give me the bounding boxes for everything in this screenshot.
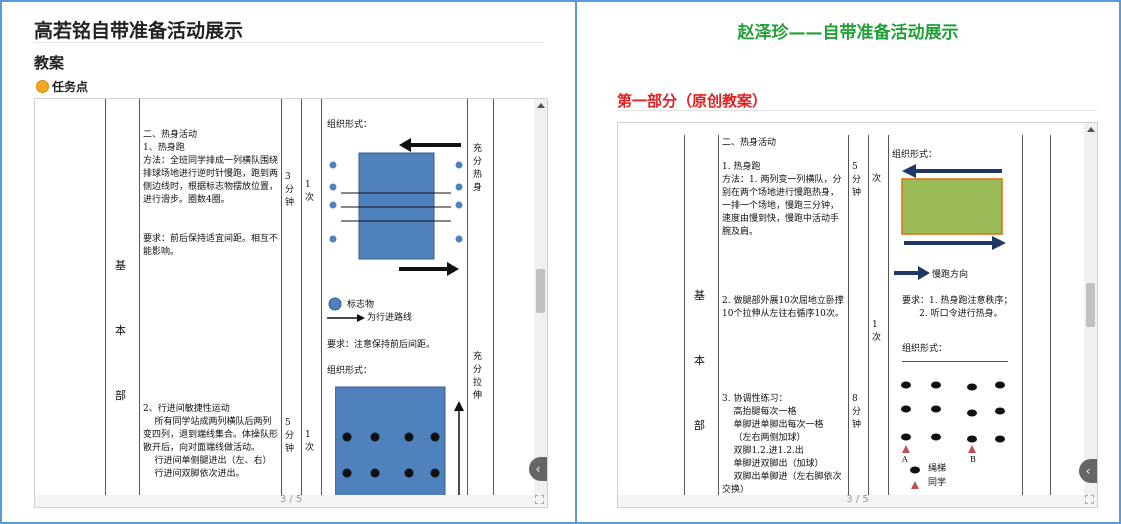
marker xyxy=(329,201,337,209)
right-panel: 赵泽珍——自带准备活动展示 第一部分（原创教案） 基 本 部 二、热身活动 1.… xyxy=(575,0,1121,524)
document-viewer[interactable]: 基 本 部 二、热身活动 1、热身跑 方法：全班同学排成一列横队围绕排球场地进行… xyxy=(34,98,548,508)
marker xyxy=(455,235,463,243)
warmup-diagram xyxy=(329,138,463,276)
page-indicator: 3 / 5 xyxy=(846,494,869,505)
title-divider xyxy=(34,42,544,43)
marker xyxy=(455,201,463,209)
marker xyxy=(329,183,337,191)
arrowhead-top xyxy=(399,138,411,152)
org-form-label-2: 组织形式： xyxy=(902,344,948,354)
marker-a: A xyxy=(902,455,908,464)
coordination-time: 8 分 钟 xyxy=(852,394,862,430)
task-point[interactable]: 任务点 xyxy=(36,78,88,95)
warmup-time: 3 分 钟 xyxy=(285,172,295,208)
scrollbar[interactable] xyxy=(1084,123,1097,495)
agility-text: 2、行进间敏捷性运动 所有同学站成两列横队后两列变四列，退到端线集合。体操队形散… xyxy=(143,404,279,479)
part-divider xyxy=(617,110,1097,111)
warmup-intensity: 充 分 热 身 xyxy=(473,144,483,193)
agility-time: 5 分 钟 xyxy=(285,418,295,454)
task-point-label: 任务点 xyxy=(52,80,89,94)
coordination-diagram xyxy=(901,381,1005,453)
coordination-text: 3. 协调性练习： 高抬腿每次一格 单脚进单脚出每次一格 （左右两侧加球） 双脚… xyxy=(722,394,842,495)
legend-student: 同学 xyxy=(928,478,947,488)
left-panel: 高若铭自带准备活动展示 教案 任务点 基 本 部 二、热身活动 1、热身跑 方法… xyxy=(0,0,577,524)
document-page: 基 本 部 二、热身活动 1. 热身跑 方法：1. 两列变一列横队，分别在两个场… xyxy=(618,123,1085,495)
scroll-up-icon[interactable] xyxy=(1087,127,1095,132)
marker xyxy=(455,183,463,191)
agility-diagram xyxy=(335,386,464,495)
scroll-thumb[interactable] xyxy=(536,269,545,313)
warmup-count: 1 次 xyxy=(305,180,315,203)
run-diagram xyxy=(894,164,1006,280)
agility-count: 1 次 xyxy=(305,430,315,453)
scroll-up-icon[interactable] xyxy=(537,103,545,108)
legend-marker-label: 标志物 xyxy=(347,300,375,310)
fullscreen-icon[interactable] xyxy=(535,495,544,504)
stretch-intensity: 充 分 拉 伸 xyxy=(473,352,483,401)
warmup-heading: 二、热身活动 xyxy=(722,138,777,148)
scrollbar[interactable] xyxy=(534,99,547,495)
next-page-button[interactable]: ‹ xyxy=(1079,459,1097,483)
run-direction-label: 慢跑方向 xyxy=(932,270,969,280)
part-heading: 第一部分（原创教案） xyxy=(617,92,768,110)
arrowhead-bottom xyxy=(447,262,459,276)
fullscreen-icon[interactable] xyxy=(1085,495,1094,504)
marker xyxy=(329,161,337,169)
column-part-label: 基 本 部 xyxy=(694,289,705,432)
column-part-label: 基 本 部 xyxy=(115,259,126,402)
document-viewer[interactable]: 基 本 部 二、热身活动 1. 热身跑 方法：1. 两列变一列横队，分别在两个场… xyxy=(617,122,1098,508)
marker-b: B xyxy=(970,455,976,464)
legend-ladder: 绳梯 xyxy=(928,464,947,474)
warmup-text: 二、热身活动 1、热身跑 方法：全班同学排成一列横队围绕排球场地进行逆时针慢跑，… xyxy=(143,130,279,257)
run-text: 1. 热身跑 方法：1. 两列变一列横队，分别在两个场地进行慢跑热身，一排一个场… xyxy=(722,162,842,237)
legend-route-icon xyxy=(327,314,365,322)
warmup-requirement: 要求：1. 热身跑注意秩序； 2. 听口令进行热身。 xyxy=(902,296,1013,319)
right-title: 赵泽珍——自带准备活动展示 xyxy=(737,23,959,43)
legend-route-label: 为行进路线 xyxy=(367,313,413,323)
scroll-thumb[interactable] xyxy=(1086,283,1095,327)
document-page: 基 本 部 二、热身活动 1、热身跑 方法：全班同学排成一列横队围绕排球场地进行… xyxy=(35,99,535,495)
org-form-label-2: 组织形式： xyxy=(327,366,373,376)
org-form-label: 组织形式： xyxy=(327,120,373,130)
spacing-requirement: 要求：注意保持前后间距。 xyxy=(327,340,436,350)
next-page-button[interactable]: ‹ xyxy=(529,457,547,481)
org-form-label: 组织形式： xyxy=(892,150,938,160)
stretch-count: 1 次 xyxy=(872,320,882,343)
stretch-text: 2. 做腿部外展10次屈地立卧撑10个拉伸从左往右循序10次。 xyxy=(722,296,844,319)
legend-marker-icon xyxy=(328,297,342,311)
task-point-icon xyxy=(36,80,49,93)
run-count: 次 xyxy=(872,174,882,184)
left-title: 高若铭自带准备活动展示 xyxy=(34,20,244,42)
marker xyxy=(455,161,463,169)
marker xyxy=(329,235,337,243)
legend-icons xyxy=(910,466,920,489)
page-indicator: 3 / 5 xyxy=(279,494,303,505)
run-time: 5 分 钟 xyxy=(852,162,862,198)
section-heading: 教案 xyxy=(34,54,65,72)
court-rect xyxy=(358,152,435,260)
